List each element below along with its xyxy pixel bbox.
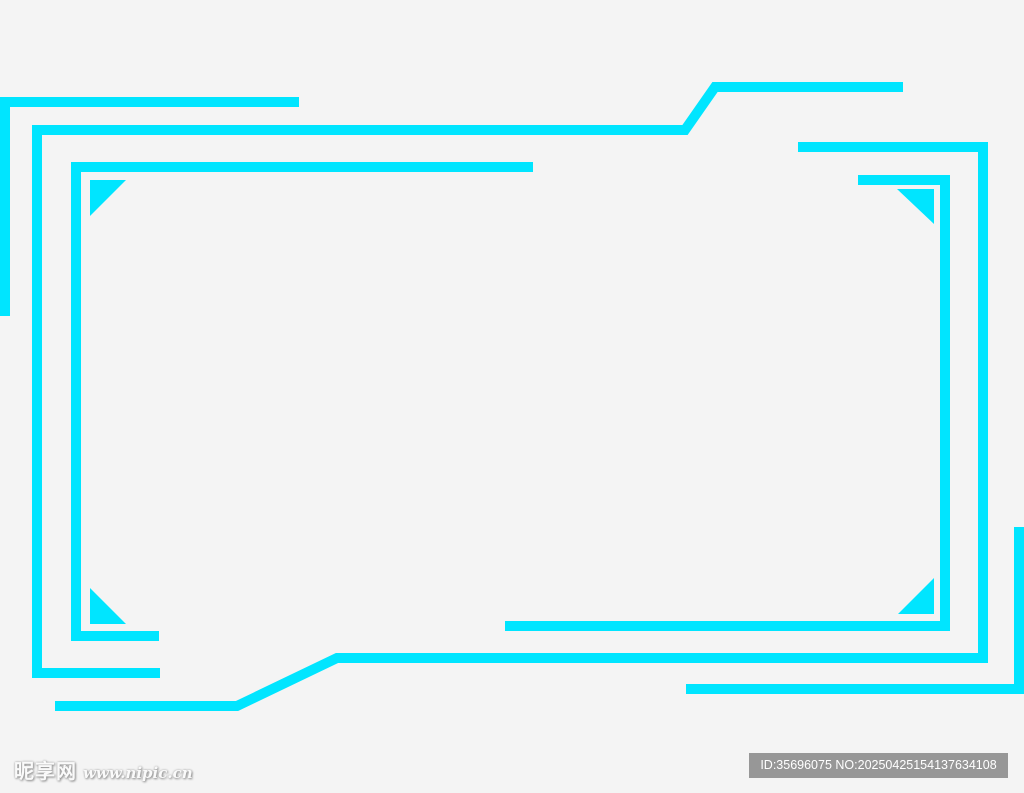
- corner-triangles: [90, 180, 934, 624]
- inner-frame-right: [505, 175, 950, 631]
- watermark-logo-group: 昵享网 www.nipic.cn: [14, 755, 193, 784]
- watermark-logo: 昵享网: [14, 759, 77, 783]
- middle-frame-right: [55, 142, 988, 711]
- corner-triangle-bottom-right: [898, 578, 934, 614]
- corner-triangle-top-left: [90, 180, 126, 216]
- outer-bottom-right-bracket: [686, 527, 1024, 694]
- watermark-url: www.nipic.cn: [83, 764, 193, 782]
- frame-strokes: [0, 82, 1024, 711]
- inner-frame-left: [71, 162, 533, 641]
- middle-frame-top-notch: [32, 82, 903, 678]
- corner-triangle-top-right: [897, 189, 934, 224]
- corner-triangle-bottom-left: [90, 588, 126, 624]
- watermark-id-badge: ID:35696075 NO:20250425154137634108: [749, 753, 1008, 778]
- outer-top-left-bracket: [0, 97, 299, 316]
